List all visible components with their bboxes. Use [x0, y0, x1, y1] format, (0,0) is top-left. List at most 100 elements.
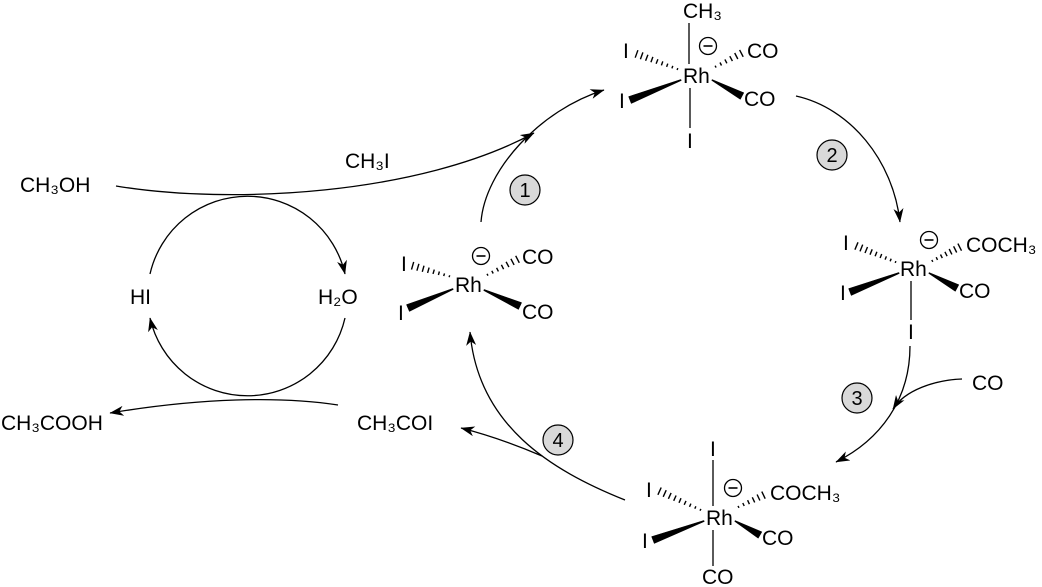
step-number: 1 [519, 180, 530, 202]
arrow-acetyl-iodide-to-acetic-acid [109, 398, 339, 416]
hash-mark [639, 52, 644, 60]
arrow-carbon-monoxide-in [892, 378, 963, 410]
hash-mark [421, 265, 425, 272]
rh-complex-square-planar: Rh I CO I CO [398, 246, 554, 325]
ligand-upper-left: I [646, 479, 652, 502]
arrow-step-3 [835, 345, 911, 463]
hash-mark [738, 49, 744, 58]
hash-mark [491, 270, 494, 274]
hash-mark [854, 242, 859, 250]
hash-mark [719, 62, 723, 66]
hash-mark [660, 61, 664, 66]
hash-mark [432, 269, 435, 275]
bold-wedge-bond [711, 79, 745, 100]
step-badge-2: 2 [816, 139, 848, 171]
rh-complex-acyl: Rh I COCH₃ I CO I [840, 230, 1036, 344]
hash-mark [505, 261, 510, 268]
metal-label: Rh [683, 65, 710, 88]
ligand-top: CH₃ [683, 0, 722, 23]
hash-mark [944, 251, 948, 257]
hash-mark [416, 263, 420, 271]
step-badge-icon [509, 174, 541, 206]
ligand-upper-left: I [843, 232, 849, 255]
hash-mark [869, 249, 873, 255]
hash-mark [448, 275, 451, 278]
hash-mark [952, 245, 958, 253]
step-badge-icon [816, 139, 848, 171]
ligand-upper-left: I [401, 253, 407, 276]
ligand-bottom: CO [702, 566, 734, 587]
step-number: 2 [826, 145, 837, 167]
bold-wedge-bond [406, 288, 454, 312]
hash-mark [935, 256, 939, 261]
hydrogen-iodide-label: HI [130, 286, 151, 309]
bold-wedge-bond [928, 272, 960, 292]
hash-mark [657, 487, 662, 496]
hash-mark [650, 56, 654, 63]
negative-charge-icon [919, 230, 939, 250]
hash-mark [864, 246, 869, 254]
ligand-lower-right: CO [959, 280, 991, 303]
methanol-label: CH₃OH [20, 174, 90, 197]
hash-mark [410, 261, 415, 270]
bold-wedge-bond [734, 520, 763, 539]
hash-mark [486, 273, 489, 276]
metal-label: Rh [455, 274, 482, 297]
methyl-iodide-label: CH₃I [345, 150, 390, 173]
hash-mark [948, 248, 953, 255]
hash-mark [931, 259, 934, 263]
hash-mark [667, 492, 672, 500]
rh-complex-acyl-carbonyl: I Rh I COCH₃ I CO CO [642, 438, 840, 587]
hash-mark [734, 52, 739, 60]
hash-mark [859, 244, 864, 252]
ligand-upper-right: CO [522, 246, 554, 269]
acetyl-iodide-label: CH₃COI [357, 412, 433, 435]
hash-mark [884, 256, 888, 260]
ligand-lower-left: I [398, 302, 404, 325]
hash-mark [746, 499, 751, 505]
hash-mark [495, 267, 500, 272]
hash-mark [751, 497, 756, 503]
hash-mark [426, 267, 430, 274]
hash-mark [688, 503, 692, 508]
step-number: 4 [552, 430, 563, 452]
hash-mark [889, 258, 892, 262]
rh-complex-methyl-adduct: CH₃ Rh I CO I CO I [619, 0, 779, 153]
hashed-wedge-bond [410, 261, 451, 278]
hash-mark [634, 49, 639, 58]
hash-mark [957, 243, 963, 252]
arrow-acetyl-iodide-out [460, 426, 543, 457]
arrow-step-2 [795, 95, 904, 223]
ligand-upper-right: CO [747, 40, 779, 63]
carbon-monoxide-label: CO [972, 372, 1004, 395]
hash-mark [500, 264, 505, 270]
ligand-lower-left: I [840, 282, 846, 305]
hash-mark [699, 508, 702, 512]
step-badge-3: 3 [841, 382, 873, 414]
hash-mark [729, 55, 734, 62]
arrow-step-1 [480, 89, 605, 223]
hash-mark [662, 489, 667, 498]
hash-mark [676, 67, 679, 71]
hash-mark [939, 254, 943, 259]
metal-label: Rh [706, 507, 733, 530]
hash-mark [879, 253, 883, 259]
hashed-wedge-bond [486, 255, 520, 276]
hash-mark [678, 497, 682, 504]
ligand-lower-right: CO [744, 88, 776, 111]
hashed-wedge-bond [854, 242, 897, 264]
hash-mark [874, 251, 878, 257]
arc-hydrogen-iodide-to-water [149, 195, 347, 275]
hash-mark [673, 495, 677, 502]
hash-mark [443, 273, 446, 277]
hash-mark [683, 500, 687, 506]
bold-wedge-bond [848, 272, 900, 296]
hash-mark [742, 502, 745, 507]
ligand-bottom: I [687, 130, 693, 153]
hashed-wedge-bond [634, 49, 679, 71]
step-badge-1: 1 [509, 174, 541, 206]
hash-mark [737, 505, 740, 509]
ligand-upper-right: COCH₃ [770, 482, 840, 505]
hash-mark [665, 63, 669, 68]
